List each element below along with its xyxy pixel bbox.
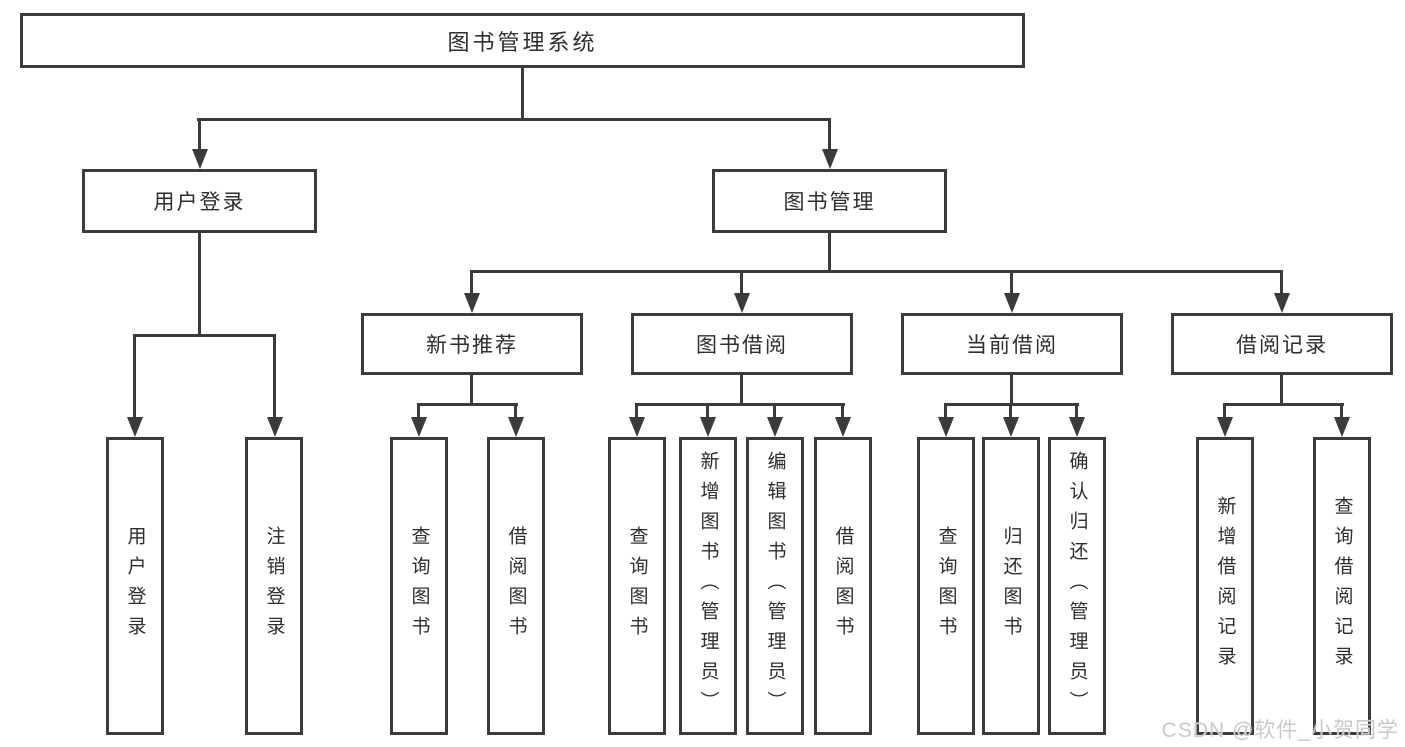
connector-arrow-book-borrow [733,270,750,313]
connector-new-book-recommend-stem [470,375,473,406]
connector-arrow-book-management [821,118,838,169]
leaf-return-book: 归还图书 [982,437,1040,735]
node-book-management: 图书管理 [712,169,947,233]
leaf-add-book-admin: 新增图书（管理员） [679,437,737,735]
node-user-login: 用户登录 [82,169,317,233]
node-borrow-records: 借阅记录 [1171,313,1393,375]
leaf-user-login: 用户登录 [106,437,164,735]
connector-level3-branch [470,270,1283,273]
connector-root-stem [521,68,524,121]
leaf-query-borrow-record-label: 查询借阅记录 [1331,496,1353,676]
connector-book-borrow-branch [635,403,845,406]
connector-arrow-current-borrow [1003,270,1020,313]
connector-arrow-borrow-book-1 [507,403,524,437]
node-root: 图书管理系统 [20,13,1025,68]
connector-arrow-new-book-recommend [463,270,480,313]
connector-arrow-edit-book [766,403,783,437]
leaf-add-borrow-record-label: 新增借阅记录 [1214,496,1236,676]
leaf-logout: 注销登录 [245,437,303,735]
connector-borrow-records-stem [1280,375,1283,406]
leaf-query-book-2-label: 查询图书 [626,526,648,646]
connector-arrow-leaf-logout [266,334,283,437]
leaf-logout-label: 注销登录 [263,526,285,646]
leaf-confirm-return-admin: 确认归还（管理员） [1048,437,1106,735]
leaf-edit-book-admin: 编辑图书（管理员） [746,437,804,735]
connector-user-login-branch [133,334,276,337]
connector-arrow-leaf-user-login [126,334,143,437]
connector-arrow-query-record [1333,403,1350,437]
connector-arrow-add-record [1216,403,1233,437]
connector-arrow-user-login [191,118,208,169]
connector-current-borrow-stem [1010,375,1013,406]
leaf-add-borrow-record: 新增借阅记录 [1196,437,1254,735]
leaf-borrow-book-2-label: 借阅图书 [832,526,854,646]
connector-arrow-query-book-1 [410,403,427,437]
leaf-confirm-return-admin-label: 确认归还（管理员） [1066,451,1088,721]
leaf-query-book-3-label: 查询图书 [935,526,957,646]
connector-arrow-confirm-return [1068,403,1085,437]
watermark: CSDN @软件_小贺同学 [1161,719,1399,742]
connector-arrow-add-book [699,403,716,437]
node-book-borrow: 图书借阅 [631,313,853,375]
connector-borrow-records-branch [1223,403,1344,406]
leaf-query-book-1-label: 查询图书 [408,526,430,646]
connector-new-book-recommend-branch [417,403,518,406]
leaf-edit-book-admin-label: 编辑图书（管理员） [764,451,786,721]
leaf-borrow-book-1: 借阅图书 [487,437,545,735]
leaf-query-book-1: 查询图书 [390,437,448,735]
connector-arrow-query-book-2 [628,403,645,437]
connector-arrow-borrow-records [1273,270,1290,313]
connector-arrow-return-book [1002,403,1019,437]
leaf-user-login-label: 用户登录 [124,526,146,646]
connector-arrow-borrow-book-2 [834,403,851,437]
leaf-borrow-book-2: 借阅图书 [814,437,872,735]
connector-book-borrow-stem [740,375,743,406]
connector-user-login-stem [198,233,201,336]
leaf-query-borrow-record: 查询借阅记录 [1313,437,1371,735]
leaf-query-book-3: 查询图书 [917,437,975,735]
leaf-add-book-admin-label: 新增图书（管理员） [697,451,719,721]
node-current-borrow: 当前借阅 [901,313,1123,375]
connector-arrow-query-book-3 [937,403,954,437]
leaf-return-book-label: 归还图书 [1000,526,1022,646]
leaf-query-book-2: 查询图书 [608,437,666,735]
leaf-borrow-book-1-label: 借阅图书 [505,526,527,646]
node-new-book-recommend: 新书推荐 [361,313,583,375]
connector-level2-branch [197,118,831,121]
connector-book-management-stem [828,233,831,272]
